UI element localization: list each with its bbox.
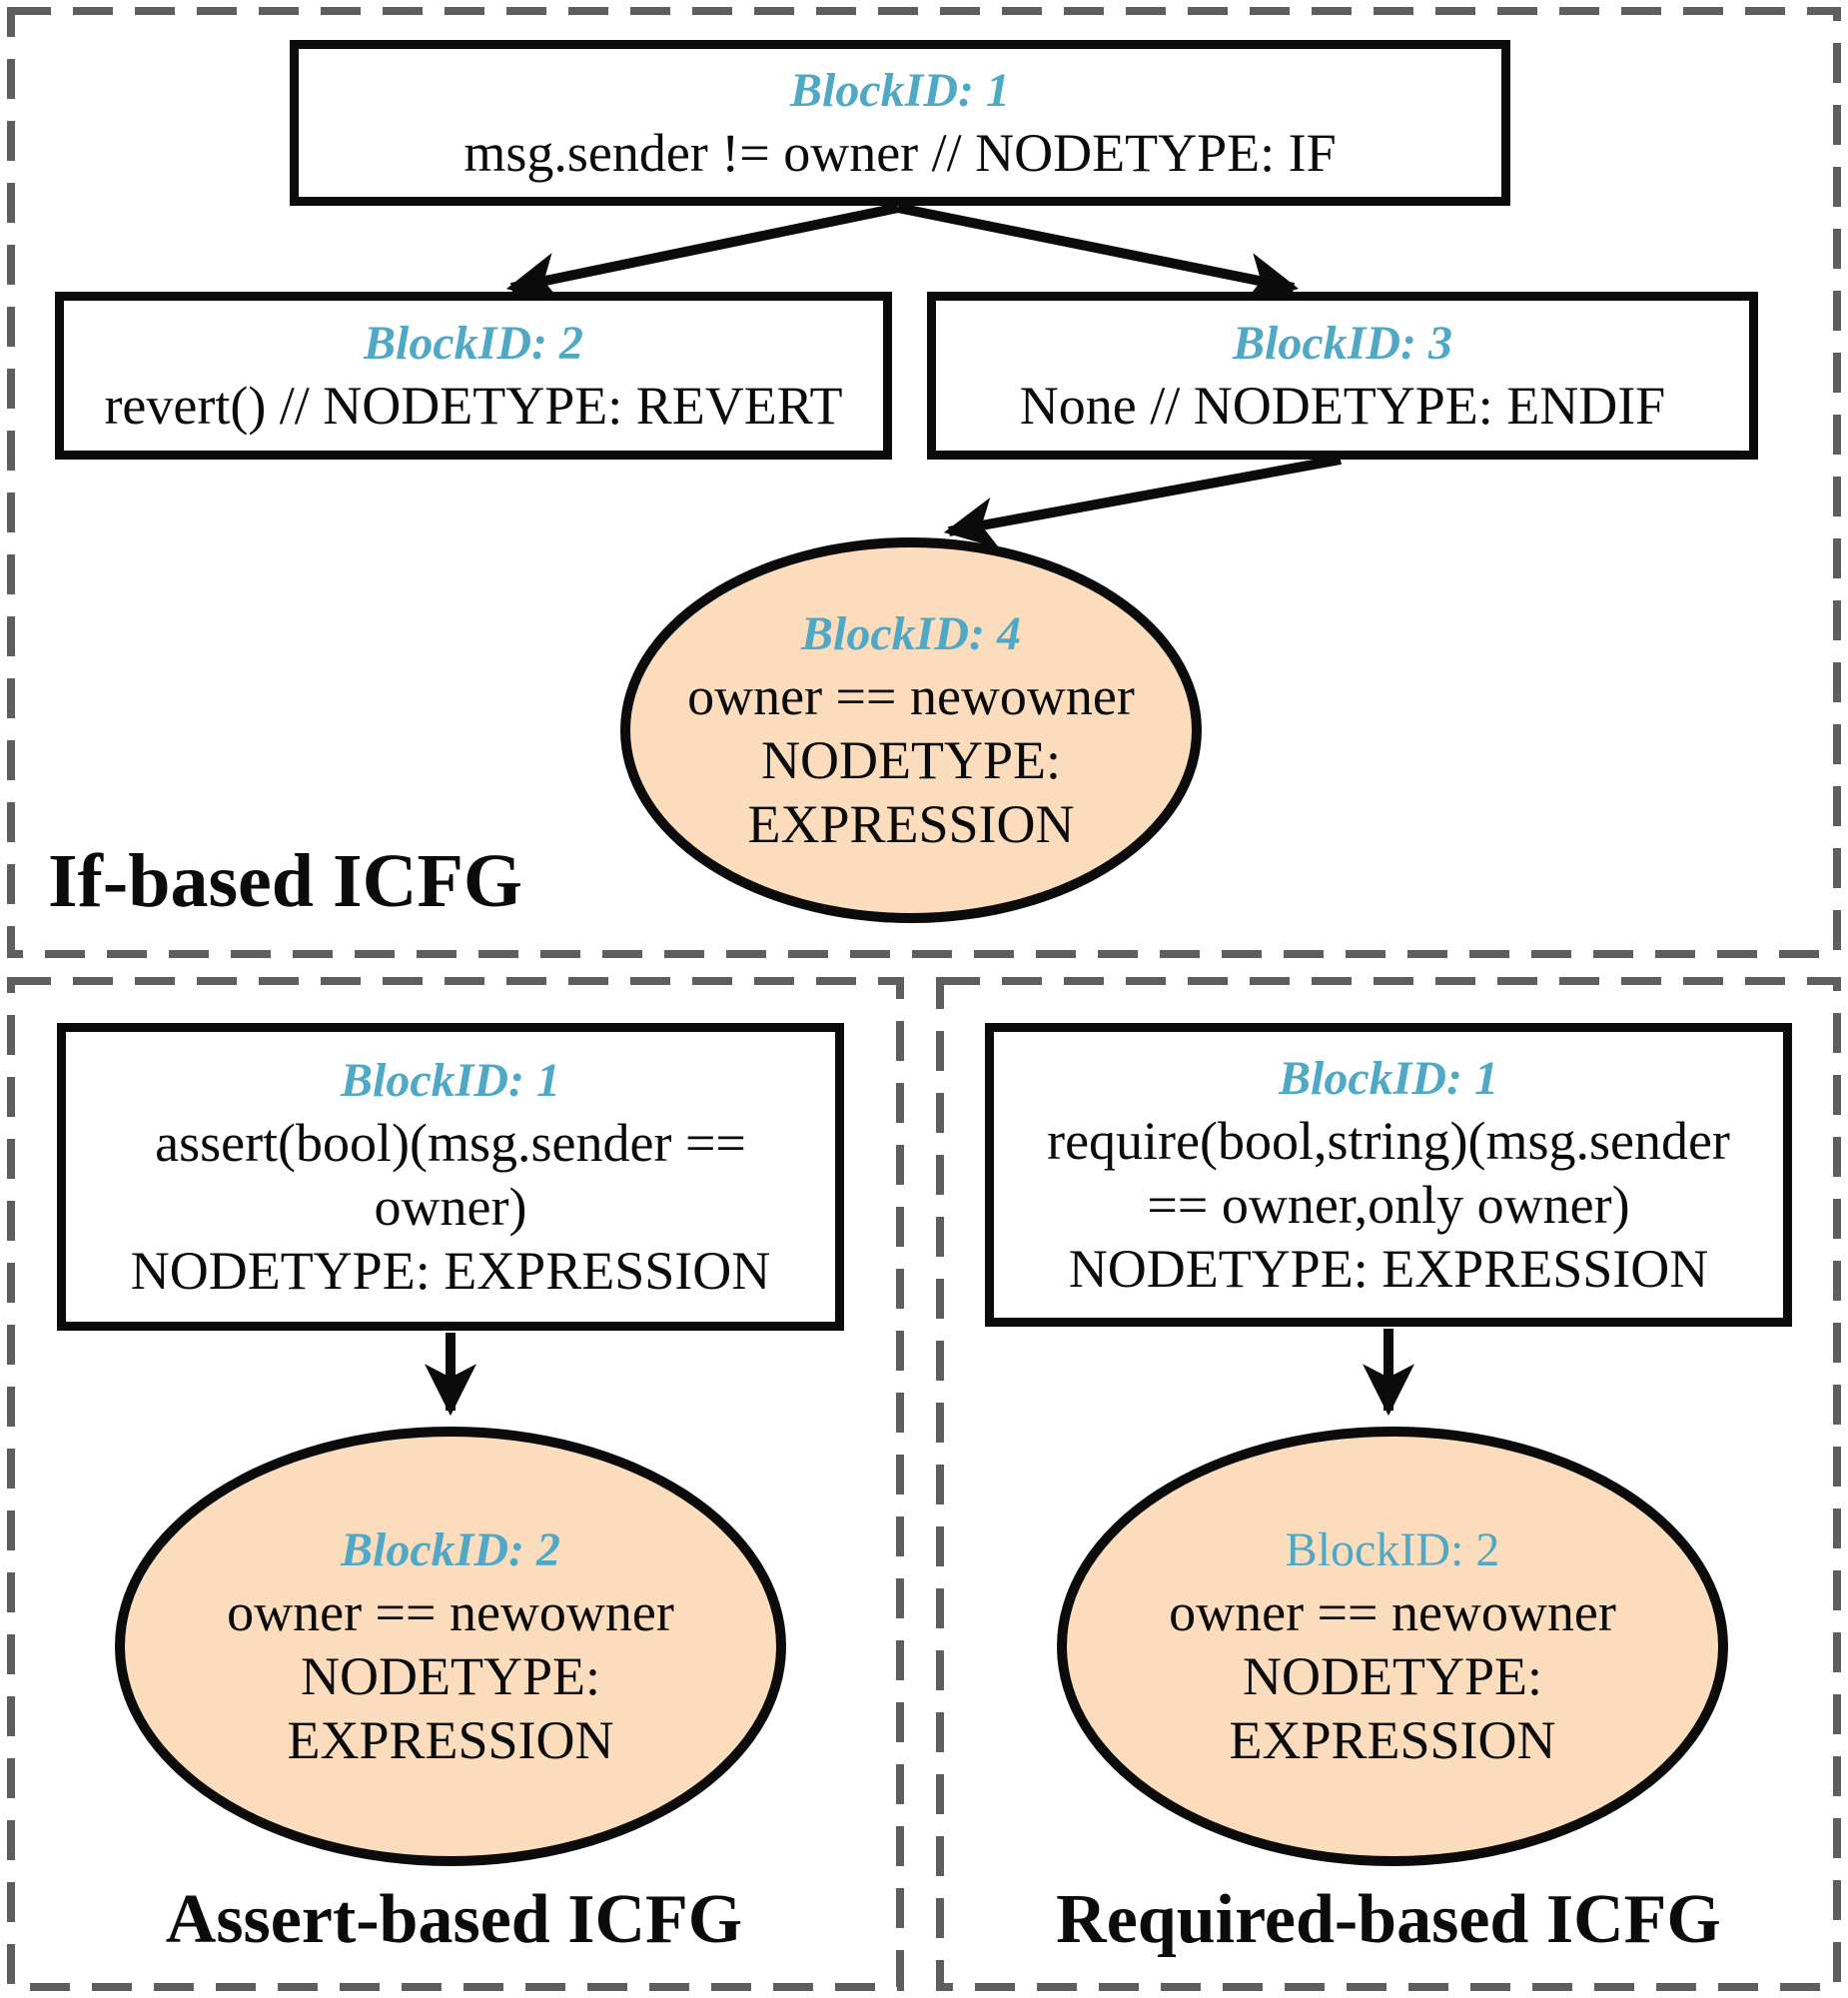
node-text: owner == newowner — [1169, 1582, 1616, 1642]
node-if-block2: BlockID: 2 revert() // NODETYPE: REVERT — [55, 292, 892, 460]
node-text: NODETYPE: — [301, 1646, 600, 1706]
node-text: EXPRESSION — [747, 794, 1075, 854]
node-text: EXPRESSION — [287, 1710, 614, 1770]
node-text: msg.sender != owner // NODETYPE: IF — [463, 123, 1337, 183]
node-text: None // NODETYPE: ENDIF — [1019, 376, 1666, 436]
node-text: NODETYPE: EXPRESSION — [1068, 1239, 1709, 1299]
node-text: NODETYPE: — [1243, 1646, 1542, 1706]
node-assert-block2: BlockID: 2 owner == newowner NODETYPE: E… — [115, 1427, 786, 1866]
node-if-block1: BlockID: 1 msg.sender != owner // NODETY… — [290, 40, 1510, 206]
node-text: EXPRESSION — [1229, 1710, 1556, 1770]
node-text: owner == newowner — [687, 666, 1135, 726]
node-text: revert() // NODETYPE: REVERT — [104, 376, 843, 436]
arrow-block1-to-block3 — [897, 203, 1300, 305]
node-required-block1: BlockID: 1 require(bool,string)(msg.send… — [985, 1023, 1792, 1327]
node-if-block4: BlockID: 4 owner == newowner NODETYPE: E… — [620, 537, 1202, 923]
node-text: owner == newowner — [227, 1582, 674, 1642]
if-panel-border — [7, 7, 1841, 958]
node-assert-block1: BlockID: 1 assert(bool)(msg.sender == ow… — [57, 1023, 844, 1331]
block-id-label: BlockID: 4 — [801, 607, 1021, 660]
node-text: NODETYPE: EXPRESSION — [130, 1241, 771, 1301]
block-id-label: BlockID: 2 — [1285, 1523, 1500, 1576]
node-required-block2: BlockID: 2 owner == newowner NODETYPE: E… — [1057, 1427, 1728, 1866]
node-text: == owner,only owner) — [1147, 1175, 1630, 1235]
node-if-block3: BlockID: 3 None // NODETYPE: ENDIF — [927, 292, 1758, 460]
block-id-label: BlockID: 2 — [364, 317, 583, 370]
if-panel-title: If-based ICFG — [48, 839, 523, 923]
arrow-block1-to-block2 — [505, 203, 900, 304]
node-text: require(bool,string)(msg.sender — [1047, 1111, 1730, 1171]
arrow-block3-to-block4 — [943, 455, 1342, 549]
node-text: NODETYPE: — [761, 730, 1061, 790]
required-panel-border — [936, 977, 1841, 1991]
node-text: owner) — [374, 1177, 527, 1237]
assert-panel-title: Assert-based ICFG — [165, 1881, 743, 1958]
block-id-label: BlockID: 1 — [341, 1054, 560, 1107]
required-panel-title: Required-based ICFG — [1056, 1881, 1721, 1958]
node-text: assert(bool)(msg.sender == — [155, 1113, 746, 1173]
block-id-label: BlockID: 3 — [1233, 317, 1452, 370]
assert-panel-border — [7, 977, 904, 1991]
block-id-label: BlockID: 1 — [1279, 1052, 1498, 1105]
block-id-label: BlockID: 1 — [790, 64, 1010, 117]
block-id-label: BlockID: 2 — [341, 1523, 560, 1576]
